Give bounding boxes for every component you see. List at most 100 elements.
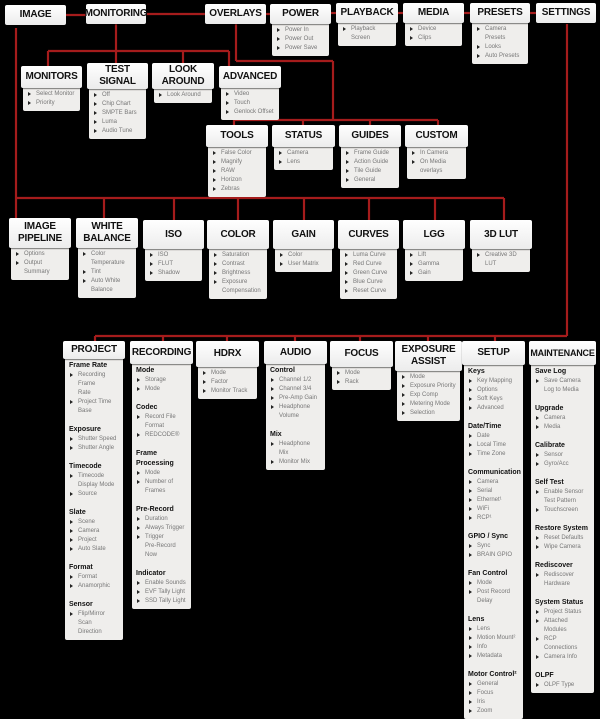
- menu-item-lift[interactable]: Lift: [409, 251, 459, 260]
- menu-item-source[interactable]: Source: [69, 490, 119, 499]
- menu-item-gyro-acc[interactable]: Gyro/Acc: [535, 460, 590, 469]
- menu-item-creative-3d-lut[interactable]: Creative 3D LUT: [476, 251, 526, 269]
- menu-item-lens[interactable]: Lens: [278, 158, 329, 167]
- menu-item-auto-white-balance[interactable]: Auto White Balance: [82, 277, 132, 295]
- menu-header-image-pipeline[interactable]: IMAGE PIPELINE: [9, 218, 71, 248]
- menu-item-soft-keys[interactable]: Soft Keys: [468, 395, 519, 404]
- menu-item-format[interactable]: Format: [69, 573, 119, 582]
- menu-item-power-in[interactable]: Power In: [276, 26, 325, 35]
- menu-item-headphone-volume[interactable]: Headphone Volume: [270, 403, 321, 421]
- menu-header-gain[interactable]: GAIN: [273, 220, 334, 249]
- menu-item-gain[interactable]: Gain: [409, 269, 459, 278]
- menu-item-audio-tune[interactable]: Audio Tune: [93, 127, 142, 136]
- menu-item-genlock-offset[interactable]: Genlock Offset: [225, 108, 275, 117]
- menu-item-focus[interactable]: Focus: [468, 689, 519, 698]
- menu-item-options[interactable]: Options: [468, 386, 519, 395]
- menu-item-user-matrix[interactable]: User Matrix: [279, 260, 328, 269]
- menu-item-on-media-overlays[interactable]: On Media overlays: [411, 158, 462, 176]
- menu-item-look-around[interactable]: Look Around: [158, 91, 208, 100]
- menu-item-mode[interactable]: Mode: [202, 369, 253, 378]
- menu-item-timecode-display-mode[interactable]: Timecode Display Mode: [69, 472, 119, 490]
- menu-item-rack[interactable]: Rack: [336, 378, 387, 387]
- menu-item-auto-slate[interactable]: Auto Slate: [69, 545, 119, 554]
- menu-header-playback[interactable]: PLAYBACK: [336, 3, 398, 23]
- menu-item-save-camera-log-to-media[interactable]: Save Camera Log to Media: [535, 377, 590, 395]
- menu-item-mode[interactable]: Mode: [468, 579, 519, 588]
- menu-item-monitor-mix[interactable]: Monitor Mix: [270, 458, 321, 467]
- menu-item-anamorphic[interactable]: Anamorphic: [69, 582, 119, 591]
- menu-item-metadata[interactable]: Metadata: [468, 652, 519, 661]
- menu-header-custom[interactable]: CUSTOM: [405, 125, 468, 147]
- menu-item-sync[interactable]: Sync: [468, 542, 519, 551]
- menu-item-zebras[interactable]: Zebras: [212, 185, 262, 194]
- menu-item-clips[interactable]: Clips: [409, 34, 458, 43]
- menu-header-media[interactable]: MEDIA: [403, 3, 464, 23]
- menu-item-storage[interactable]: Storage: [136, 376, 187, 385]
- menu-header-lut3d[interactable]: 3D LUT: [470, 220, 532, 249]
- menu-item-wifi[interactable]: WiFi: [468, 505, 519, 514]
- menu-header-iso[interactable]: ISO: [143, 220, 204, 249]
- menu-item-camera[interactable]: Camera: [468, 478, 519, 487]
- menu-item-ethernet[interactable]: Ethernet¹: [468, 496, 519, 505]
- menu-item-zoom[interactable]: Zoom: [468, 707, 519, 716]
- menu-item-blue-curve[interactable]: Blue Curve: [344, 278, 393, 287]
- menu-item-mode[interactable]: Mode: [401, 373, 456, 382]
- menu-item-exp-comp[interactable]: Exp Comp: [401, 391, 456, 400]
- menu-header-curves[interactable]: CURVES: [338, 220, 399, 249]
- menu-item-color[interactable]: Color: [279, 251, 328, 260]
- menu-header-test-signal[interactable]: TEST SIGNAL: [87, 63, 148, 89]
- menu-item-off[interactable]: Off: [93, 91, 142, 100]
- menu-item-exposure-priority[interactable]: Exposure Priority: [401, 382, 456, 391]
- menu-item-date[interactable]: Date: [468, 432, 519, 441]
- menu-item-reset-curve[interactable]: Reset Curve: [344, 287, 393, 296]
- menu-item-olpf-type[interactable]: OLPF Type: [535, 681, 590, 690]
- menu-header-monitoring[interactable]: MONITORING: [85, 4, 148, 24]
- menu-item-factor[interactable]: Factor: [202, 378, 253, 387]
- menu-header-settings[interactable]: SETTINGS: [536, 3, 596, 23]
- menu-item-key-mapping[interactable]: Key Mapping: [468, 377, 519, 386]
- menu-item-advanced[interactable]: Advanced: [468, 404, 519, 413]
- menu-item-sensor[interactable]: Sensor: [535, 451, 590, 460]
- menu-header-white-balance[interactable]: WHITE BALANCE: [76, 218, 138, 248]
- menu-item-project-time-base[interactable]: Project Time Base: [69, 398, 119, 416]
- menu-header-monitors[interactable]: MONITORS: [21, 66, 82, 88]
- menu-item-horizon[interactable]: Horizon: [212, 176, 262, 185]
- menu-item-always-trigger[interactable]: Always Trigger: [136, 524, 187, 533]
- menu-item-flut[interactable]: FLUT: [149, 260, 198, 269]
- menu-item-rcp-connections[interactable]: RCP Connections: [535, 635, 590, 653]
- menu-header-setup[interactable]: SETUP: [462, 341, 525, 365]
- menu-item-select-monitor[interactable]: Select Monitor: [27, 90, 76, 99]
- menu-item-false-color[interactable]: False Color: [212, 149, 262, 158]
- menu-item-output-summary[interactable]: Output Summary: [15, 259, 65, 277]
- menu-header-project[interactable]: PROJECT: [63, 341, 125, 359]
- menu-item-number-of-frames[interactable]: Number of Frames: [136, 478, 187, 496]
- menu-item-mode[interactable]: Mode: [336, 369, 387, 378]
- menu-item-shadow[interactable]: Shadow: [149, 269, 198, 278]
- menu-header-overlays[interactable]: OVERLAYS: [205, 4, 266, 24]
- menu-item-red-curve[interactable]: Red Curve: [344, 260, 393, 269]
- menu-item-iris[interactable]: Iris: [468, 698, 519, 707]
- menu-header-presets[interactable]: PRESETS: [470, 3, 530, 23]
- menu-item-serial[interactable]: Serial: [468, 487, 519, 496]
- menu-header-lgg[interactable]: LGG: [403, 220, 465, 249]
- menu-item-record-file-format[interactable]: Record File Format: [136, 413, 187, 431]
- menu-item-motion-mount[interactable]: Motion Mount²: [468, 634, 519, 643]
- menu-item-tint[interactable]: Tint: [82, 268, 132, 277]
- menu-item-ssd-tally-light[interactable]: SSD Tally Light: [136, 597, 187, 606]
- menu-header-power[interactable]: POWER: [270, 4, 331, 24]
- menu-header-guides[interactable]: GUIDES: [339, 125, 401, 147]
- menu-item-general[interactable]: General: [468, 680, 519, 689]
- menu-header-audio[interactable]: AUDIO: [264, 341, 327, 364]
- menu-item-playback-screen[interactable]: Playback Screen: [342, 25, 392, 43]
- menu-item-media[interactable]: Media: [535, 423, 590, 432]
- menu-item-device[interactable]: Device: [409, 25, 458, 34]
- menu-item-luma[interactable]: Luma: [93, 118, 142, 127]
- menu-header-status[interactable]: STATUS: [272, 125, 335, 147]
- menu-item-metering-mode[interactable]: Metering Mode: [401, 400, 456, 409]
- menu-header-tools[interactable]: TOOLS: [206, 125, 268, 147]
- menu-item-pre-amp-gain[interactable]: Pre-Amp Gain: [270, 394, 321, 403]
- menu-item-frame-guide[interactable]: Frame Guide: [345, 149, 395, 158]
- menu-item-touchscreen[interactable]: Touchscreen: [535, 506, 590, 515]
- menu-item-reset-defaults[interactable]: Reset Defaults: [535, 534, 590, 543]
- menu-item-flip-mirror-scan-direction[interactable]: Flip/Mirror Scan Direction: [69, 610, 119, 637]
